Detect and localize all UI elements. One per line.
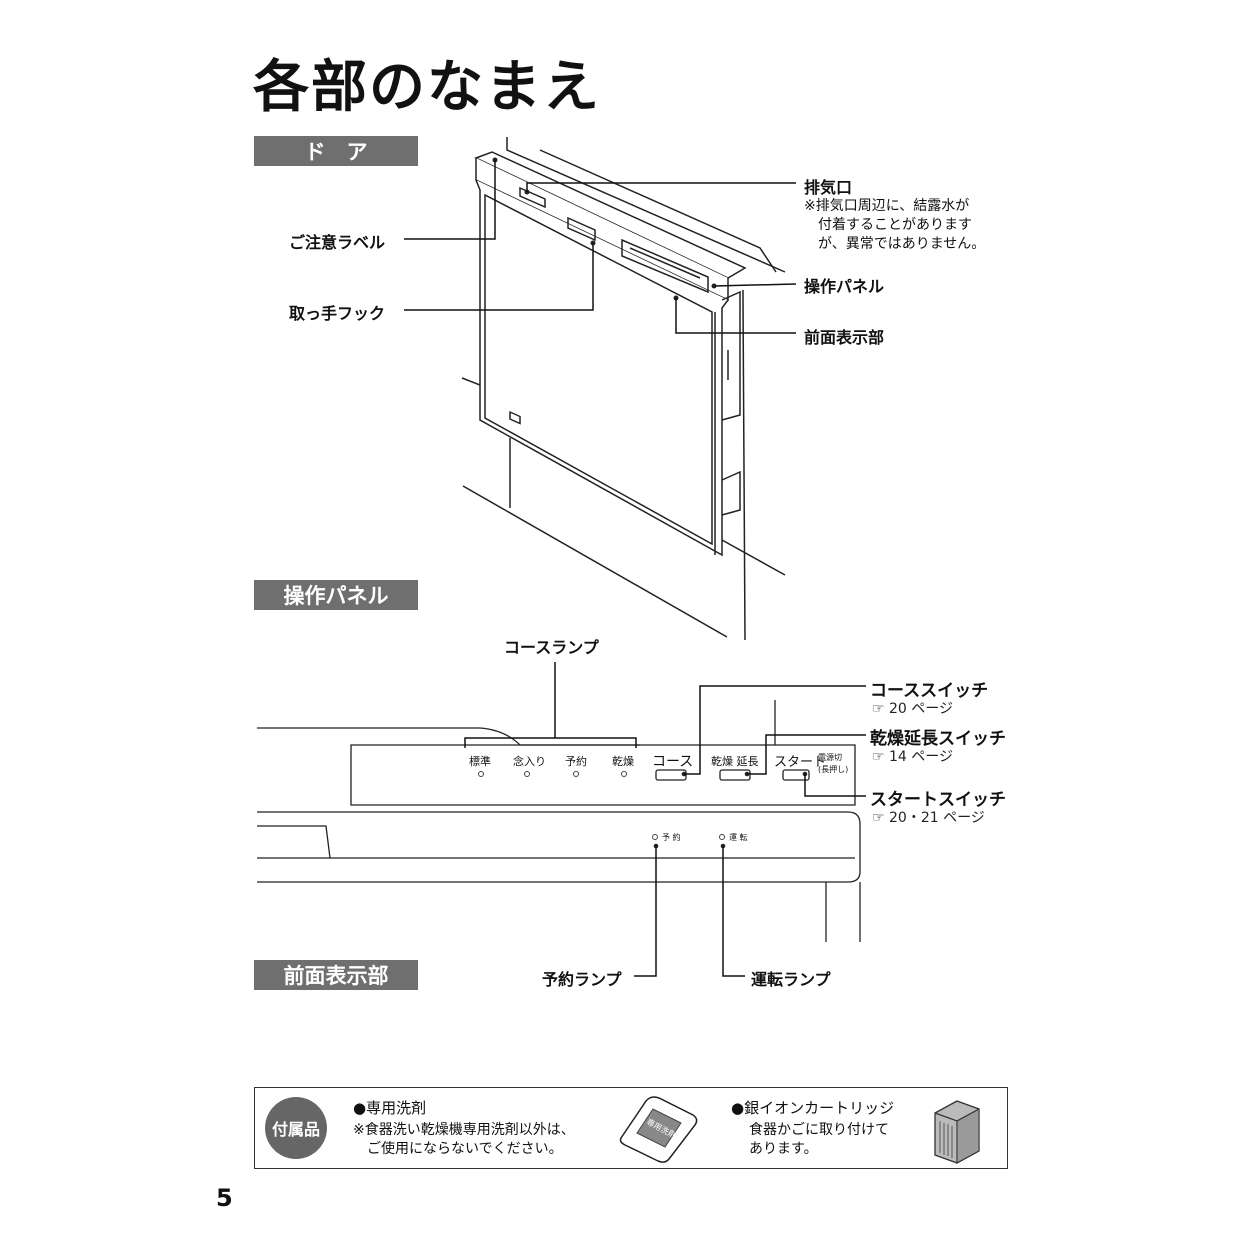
start-button-caption: スタート bbox=[774, 755, 827, 770]
start-switch-label: スタートスイッチ bbox=[870, 790, 1006, 810]
lamp-dry-caption: 乾燥 bbox=[612, 755, 634, 768]
detergent-title: ●専用洗剤 bbox=[353, 1099, 427, 1117]
lamp-preset-caption: 予約 bbox=[565, 755, 587, 768]
course-button-caption: コース bbox=[652, 754, 694, 770]
course-switch-ref: ☞ 20 ページ bbox=[872, 701, 953, 717]
section-header-door: ド ア bbox=[254, 136, 418, 166]
preset-indicator-caption: 予 約 bbox=[662, 833, 681, 842]
exhaust-note-line-1: ※排気口周辺に、結露水が bbox=[804, 198, 970, 214]
power-off-longpress-caption: (長押し) bbox=[818, 765, 849, 774]
run-lamp-label: 運転ランプ bbox=[751, 970, 831, 989]
run-indicator-caption: 運 転 bbox=[729, 833, 748, 842]
cartridge-note-line-2: あります。 bbox=[749, 1141, 818, 1157]
accessories-box: 付属品 ●専用洗剤 ※食器洗い乾燥機専用洗剤以外は、 ご使用にならないでください… bbox=[254, 1087, 1008, 1169]
handle-hook-label: 取っ手フック bbox=[289, 304, 386, 323]
exhaust-label: 排気口 bbox=[804, 178, 853, 197]
exhaust-note-line-2: 付着することがあります bbox=[818, 217, 972, 233]
dry-extend-button-caption: 乾燥 延長 bbox=[711, 755, 759, 768]
silver-ion-cartridge-icon bbox=[934, 1100, 980, 1164]
accessories-badge: 付属品 bbox=[265, 1097, 327, 1159]
section-header-panel: 操作パネル bbox=[254, 580, 418, 610]
lamp-standard-caption: 標準 bbox=[469, 755, 491, 768]
detergent-note-line-1: ※食器洗い乾燥機専用洗剤以外は、 bbox=[353, 1122, 575, 1138]
cartridge-note-line-1: 食器かごに取り付けて bbox=[749, 1122, 889, 1138]
course-lamp-label: コースランプ bbox=[504, 638, 599, 657]
dry-extend-switch-label: 乾燥延長スイッチ bbox=[870, 729, 1006, 749]
page-title: 各部のなまえ bbox=[253, 55, 601, 120]
caution-label-label: ご注意ラベル bbox=[289, 233, 386, 252]
front-display-label: 前面表示部 bbox=[804, 328, 885, 347]
lamp-thorough-caption: 念入り bbox=[513, 755, 546, 768]
control-panel-label: 操作パネル bbox=[804, 277, 885, 296]
detergent-pack-icon: 専用洗剤 bbox=[619, 1096, 698, 1163]
exhaust-note-line-3: が、異常ではありません。 bbox=[818, 236, 986, 252]
course-switch-label: コーススイッチ bbox=[870, 681, 989, 701]
dry-extend-switch-ref: ☞ 14 ページ bbox=[872, 749, 953, 765]
detergent-note-line-2: ご使用にならないでください。 bbox=[367, 1141, 563, 1157]
section-header-front-display: 前面表示部 bbox=[254, 960, 418, 990]
power-off-caption: 電源切 bbox=[818, 753, 842, 762]
cartridge-title: ●銀イオンカートリッジ bbox=[731, 1099, 895, 1117]
page-number: 5 bbox=[216, 1184, 233, 1212]
preset-lamp-label: 予約ランプ bbox=[542, 970, 622, 989]
start-switch-ref: ☞ 20・21 ページ bbox=[872, 810, 985, 826]
